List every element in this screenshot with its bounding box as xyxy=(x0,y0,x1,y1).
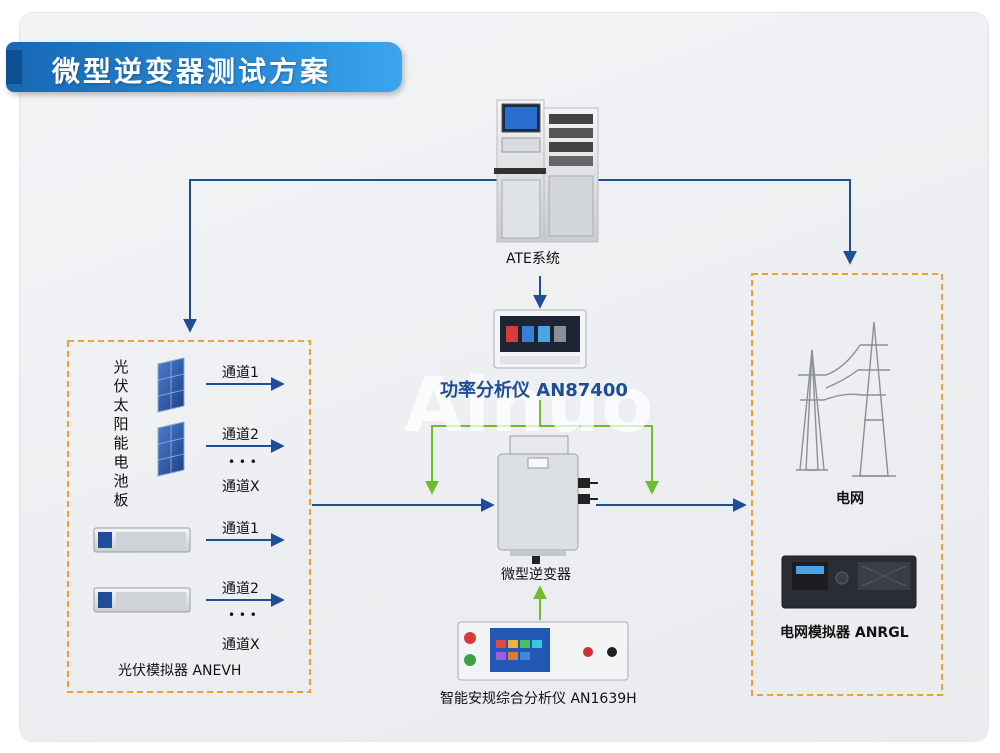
pv-simulator-label: 光伏模拟器 ANEVH xyxy=(118,663,242,679)
sim-channel-1: 通道1 xyxy=(222,521,259,537)
ate-label: ATE系统 xyxy=(506,251,560,267)
sim-channel-x: 通道X xyxy=(222,637,260,653)
power-tower-icon xyxy=(796,321,896,477)
grid-simulator-icon xyxy=(781,555,917,609)
inverter-label: 微型逆变器 xyxy=(501,567,571,583)
arrow-analyzer-to-input xyxy=(425,425,540,495)
title-banner: 微型逆变器测试方案 xyxy=(6,42,402,92)
grid-simulator-label: 电网模拟器 ANRGL xyxy=(780,625,909,641)
sim-ellipsis: • • • xyxy=(228,608,257,622)
power-analyzer-label: 功率分析仪 AN87400 xyxy=(440,380,628,401)
panel-channel-x: 通道X xyxy=(222,479,260,495)
solar-panel-icon xyxy=(157,357,185,477)
arrow-ate-to-grid xyxy=(598,179,857,265)
pv-simulator-icon xyxy=(93,527,191,613)
grid-group-box xyxy=(751,273,943,696)
safety-analyzer-label: 智能安规综合分析仪 AN1639H xyxy=(440,691,637,707)
arrow-ate-to-pv xyxy=(183,179,497,333)
page-title: 微型逆变器测试方案 xyxy=(52,55,332,88)
micro-inverter-icon xyxy=(497,435,598,564)
panel-channel-1: 通道1 xyxy=(222,365,259,381)
power-analyzer-icon xyxy=(493,309,587,369)
grid-label: 电网 xyxy=(836,491,864,507)
watermark-text: Ainuo xyxy=(404,360,655,449)
pv-panel-label: 光伏太阳能电池板 xyxy=(113,358,129,509)
panel-ellipsis: • • • xyxy=(228,455,257,469)
pv-source-group-box xyxy=(67,340,311,693)
ate-cabinet-icon xyxy=(494,99,599,243)
arrow-analyzer-to-output xyxy=(540,425,659,495)
safety-analyzer-icon xyxy=(457,621,629,681)
panel-channel-2: 通道2 xyxy=(222,427,259,443)
sim-channel-2: 通道2 xyxy=(222,581,259,597)
